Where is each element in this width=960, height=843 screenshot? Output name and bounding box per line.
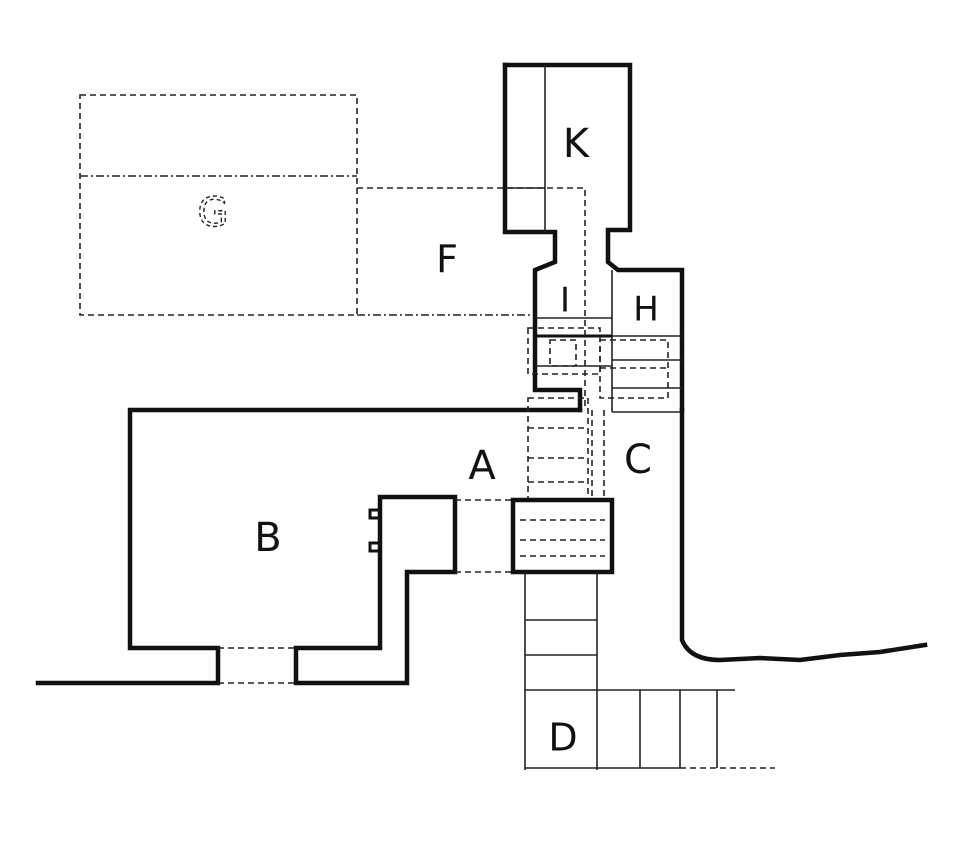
area-d xyxy=(524,572,775,770)
stair-block xyxy=(510,497,615,575)
passage-a xyxy=(455,499,513,573)
label-k: K xyxy=(563,121,591,167)
label-a: A xyxy=(468,443,496,489)
building-b xyxy=(35,407,583,686)
label-h: H xyxy=(633,290,659,330)
building-g-outline xyxy=(79,94,358,316)
building-f-outline xyxy=(357,187,586,316)
room-i xyxy=(527,270,612,410)
label-i: I xyxy=(560,281,570,321)
label-g: G xyxy=(198,190,229,236)
label-b: B xyxy=(254,515,281,561)
label-f: F xyxy=(436,238,458,282)
label-c: C xyxy=(624,437,652,483)
label-d: D xyxy=(548,716,577,760)
building-k xyxy=(502,62,685,413)
